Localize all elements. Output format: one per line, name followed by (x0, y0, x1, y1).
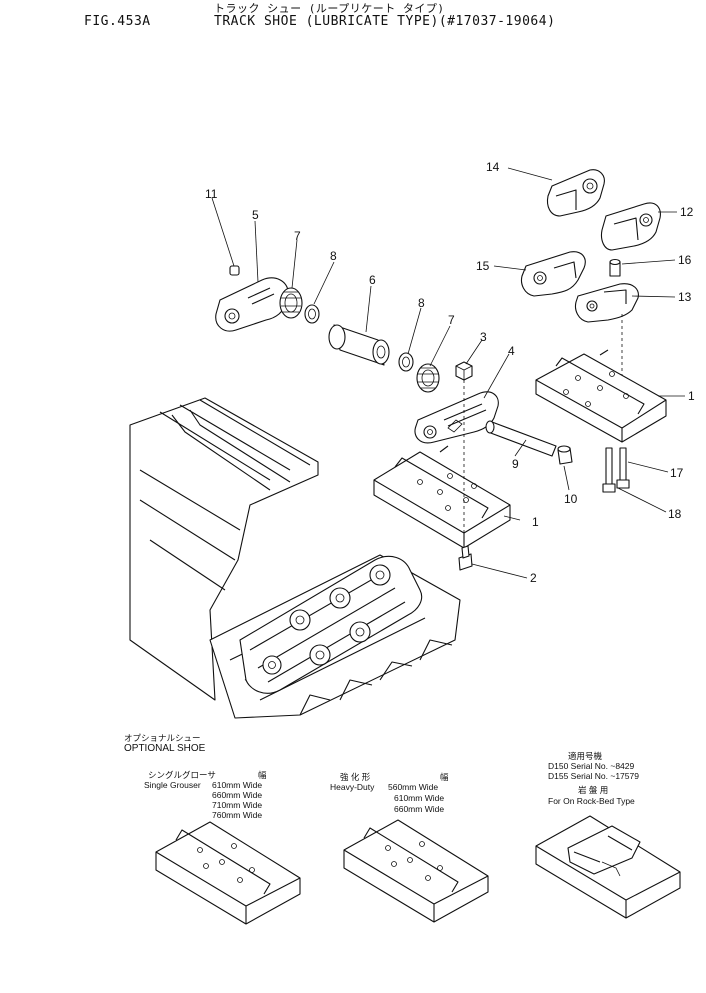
rock-bed-serial-d150: D150 Serial No. ~8429 (548, 761, 635, 771)
callout-15: 15 (476, 259, 490, 273)
title-english: TRACK SHOE (LUBRICATE TYPE)(#17037-19064… (214, 14, 556, 29)
callout-3: 3 (480, 330, 487, 344)
callout-11: 11 (205, 187, 218, 201)
part-9-pin (485, 420, 557, 457)
part-8-spacer-left (304, 304, 320, 324)
part-16-pin (609, 258, 621, 277)
part-4-link (414, 391, 499, 444)
optional-shoe-heavy-duty (343, 819, 489, 923)
heavy-duty-width-2: 610mm Wide (394, 793, 445, 803)
part-7-seal-left (279, 287, 303, 319)
single-grouser-width-3: 710mm Wide (212, 800, 263, 810)
part-14-clip (546, 169, 605, 217)
callout-7-left: 7 (294, 229, 301, 243)
optional-heading-en: OPTIONAL SHOE (124, 743, 206, 754)
callout-12: 12 (680, 205, 694, 219)
heavy-duty-title-en: Heavy-Duty (330, 782, 375, 792)
rock-bed-use-jp: 岩 盤 用 (578, 785, 609, 795)
callout-8-right: 8 (418, 296, 425, 310)
part-7-seal-right (416, 363, 440, 393)
optional-shoe-rock-bed (535, 815, 681, 919)
part-5-link (215, 265, 289, 332)
part-6-bushing (328, 324, 390, 366)
part-17-bolts (602, 447, 630, 493)
callout-6: 6 (369, 273, 376, 287)
single-grouser-width-jp: 幅 (258, 770, 267, 780)
single-grouser-width-4: 760mm Wide (212, 810, 263, 820)
callout-4: 4 (508, 344, 515, 358)
single-grouser-title-en: Single Grouser (144, 780, 201, 790)
heavy-duty-width-1: 560mm Wide (388, 782, 439, 792)
part-13-clip (574, 283, 639, 430)
callout-leaders (211, 167, 685, 579)
heavy-duty-width-jp: 幅 (440, 772, 449, 782)
callout-2: 2 (530, 571, 537, 585)
part-10-plug (557, 445, 573, 465)
rock-bed-applicable-jp: 適用号機 (568, 751, 603, 761)
callout-7-right: 7 (448, 313, 455, 327)
heavy-duty-width-3: 660mm Wide (394, 804, 445, 814)
figure-number: FIG.453A (84, 14, 151, 29)
callout-18: 18 (668, 507, 682, 521)
part-15-clip (520, 251, 586, 297)
part-1-shoe-center (373, 445, 511, 549)
title-japanese: トラック シュー (ループリケート タイプ) (214, 2, 445, 15)
callout-13: 13 (678, 290, 692, 304)
callout-1-right: 1 (688, 389, 695, 403)
rock-bed-serial-d155: D155 Serial No. ~17579 (548, 771, 639, 781)
callout-1-center: 1 (532, 515, 539, 529)
part-3-nut (455, 361, 473, 381)
callout-numbers: 1 1 2 3 4 5 6 7 7 8 8 9 10 11 12 13 14 1… (205, 160, 695, 585)
callout-10: 10 (564, 492, 578, 506)
part-12-clip (600, 202, 661, 251)
callout-8-left: 8 (330, 249, 337, 263)
optional-shoe-single-grouser (155, 821, 301, 925)
single-grouser-width-1: 610mm Wide (212, 780, 263, 790)
part-1-shoe-right (535, 349, 667, 443)
callout-14: 14 (486, 160, 500, 174)
rock-bed-use-en: For On Rock-Bed Type (548, 796, 635, 806)
part-2-bolt (458, 380, 473, 571)
single-grouser-title-jp: シングルグローサ (148, 770, 216, 780)
single-grouser-width-2: 660mm Wide (212, 790, 263, 800)
optional-heading-jp: オプショナルシュー (124, 733, 201, 743)
callout-16: 16 (678, 253, 692, 267)
callout-5: 5 (252, 208, 259, 222)
heavy-duty-title-jp: 強 化 形 (340, 772, 371, 782)
callout-17: 17 (670, 466, 684, 480)
part-8-spacer-right (398, 352, 414, 372)
track-assembly (129, 397, 461, 719)
callout-9: 9 (512, 457, 519, 471)
